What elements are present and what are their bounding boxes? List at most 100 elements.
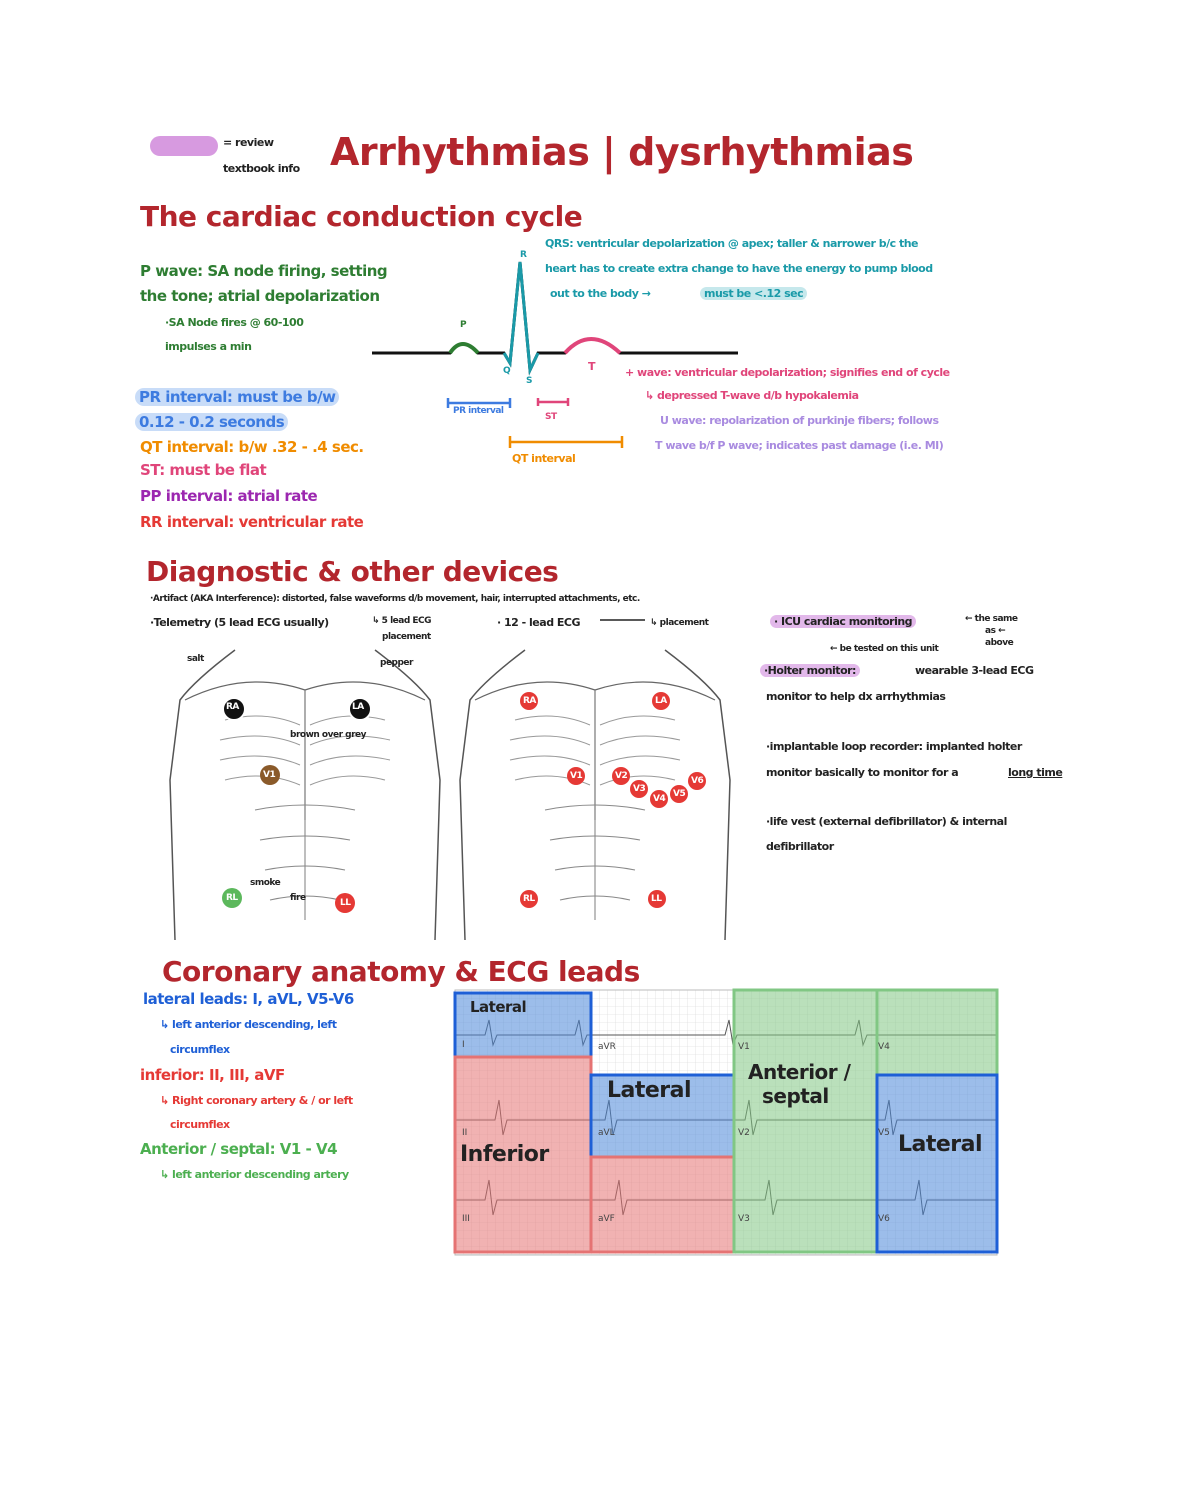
- telemetry-note-2: placement: [382, 632, 431, 642]
- ecg12-electrode-v3: [630, 780, 648, 798]
- ecg12-v2-label: V2: [615, 771, 628, 781]
- ecg-12lead-grid: [453, 988, 999, 1256]
- icu-monitoring: · ICU cardiac monitoring: [770, 615, 917, 628]
- ecg12-la-label: LA: [655, 696, 667, 706]
- twelve-lead-text: · 12 - lead ECG: [497, 616, 581, 629]
- lead-aVR: aVR: [598, 1042, 616, 1052]
- p-wave-line-2: the tone; atrial depolarization: [140, 287, 380, 305]
- u-wave-line-1: U wave: repolarization of purkinje fiber…: [660, 414, 939, 427]
- lateral-leads-3: circumflex: [170, 1043, 230, 1056]
- section-heading-devices: Diagnostic & other devices: [146, 555, 559, 588]
- holter-label: ·Holter monitor:: [760, 664, 860, 677]
- ecg12-electrode-v2: [612, 767, 630, 785]
- lead-I: I: [462, 1040, 465, 1050]
- legend-text-2: textbook info: [223, 162, 300, 175]
- electrode-v: [260, 765, 280, 785]
- artifact-text: ·Artifact (AKA Interference): distorted,…: [150, 594, 640, 604]
- lead-V5: V5: [878, 1128, 890, 1138]
- ecg12-v5-label: V5: [673, 789, 686, 799]
- legend-text-1: = review: [223, 136, 274, 149]
- electrode-ra: [222, 697, 246, 721]
- lateral-leads-1: lateral leads: I, aVL, V5-V6: [143, 990, 354, 1008]
- lead-aVL: aVL: [598, 1128, 615, 1138]
- torso-12lead-image: [459, 649, 731, 941]
- tele-label-fire: fire: [290, 893, 306, 903]
- lead-aVF: aVF: [598, 1214, 615, 1224]
- p-wave-line-4: impulses a min: [165, 340, 252, 353]
- electrode-ll: [335, 893, 355, 913]
- qrs-line-4: must be <.12 sec: [700, 287, 808, 300]
- electrode-la-label: LA: [352, 702, 364, 712]
- u-wave-line-2: T wave b/f P wave; indicates past damage…: [655, 439, 944, 452]
- electrode-rl: [222, 888, 242, 908]
- ecg12-rl-label: RL: [523, 894, 535, 904]
- implant-line-3: long time: [1008, 766, 1063, 779]
- qrs-line-2: heart has to create extra change to have…: [545, 262, 933, 275]
- grid-label-inferior: Inferior: [460, 1142, 549, 1167]
- inferior-leads-1: inferior: II, III, aVF: [140, 1066, 285, 1084]
- cm-note-4: ← be tested on this unit: [830, 644, 939, 654]
- cm-note-1: ← the same: [965, 614, 1018, 624]
- ecg12-v4-label: V4: [653, 794, 666, 804]
- twelve-lead-note: ↳ placement: [650, 618, 709, 628]
- lead-II: II: [462, 1128, 468, 1138]
- lateral-leads-2: ↳ left anterior descending, left: [160, 1018, 337, 1031]
- qrs-line-1: QRS: ventricular depolarization @ apex; …: [545, 237, 919, 250]
- ecg-label-q: Q: [503, 366, 511, 376]
- lead-V4: V4: [878, 1042, 890, 1052]
- ecg-label-pr: PR interval: [453, 406, 504, 416]
- arrow-icon: [600, 619, 645, 621]
- electrode-rl-label: RL: [226, 893, 238, 903]
- implant-line-2: monitor basically to monitor for a: [766, 766, 959, 779]
- section-heading-coronary: Coronary anatomy & ECG leads: [162, 955, 640, 988]
- ecg12-electrode-rl: [520, 890, 538, 908]
- qt-interval: QT interval: b/w .32 - .4 sec.: [140, 438, 364, 456]
- qrs-line-3: out to the body →: [550, 287, 651, 300]
- ecg-label-t: T: [588, 360, 596, 373]
- st-segment: ST: must be flat: [140, 461, 267, 479]
- ecg-label-st: ST: [545, 412, 557, 422]
- rr-interval: RR interval: ventricular rate: [140, 513, 364, 531]
- ecg12-v6-label: V6: [691, 776, 704, 786]
- pr-interval-line-1: PR interval: must be b/w: [135, 388, 340, 406]
- holter-line-3: monitor to help dx arrhythmias: [766, 690, 946, 703]
- grid-label-lateral-c: Lateral: [898, 1132, 983, 1157]
- ecg12-v3-label: V3: [633, 784, 646, 794]
- inferior-leads-3: circumflex: [170, 1118, 230, 1131]
- lead-V2: V2: [738, 1128, 750, 1138]
- cm-note-3: above: [985, 638, 1014, 648]
- ecg12-ll-label: LL: [651, 894, 662, 904]
- ecg12-ra-label: RA: [523, 696, 536, 706]
- inferior-leads-2: ↳ Right coronary artery & / or left: [160, 1094, 353, 1107]
- lead-V6: V6: [878, 1214, 890, 1224]
- ecg12-electrode-la: [652, 692, 670, 710]
- grid-label-anterior-2: septal: [762, 1084, 829, 1108]
- anterior-leads-1: Anterior / septal: V1 - V4: [140, 1140, 338, 1158]
- t-wave-line-1: + wave: ventricular depolarization; sign…: [625, 366, 950, 379]
- ecg-waveform: [372, 261, 738, 448]
- tele-label-smoke: smoke: [250, 878, 281, 888]
- lead-III: III: [462, 1214, 470, 1224]
- electrode-v-label: V1: [263, 770, 276, 780]
- electrode-la: [348, 697, 372, 721]
- implant-line-1: ·implantable loop recorder: implanted ho…: [766, 740, 1022, 753]
- anterior-leads-2: ↳ left anterior descending artery: [160, 1168, 349, 1181]
- legend-swatch: [150, 136, 218, 156]
- electrode-ra-label: RA: [226, 702, 239, 712]
- pp-interval: PP interval: atrial rate: [140, 487, 318, 505]
- lead-V1: V1: [738, 1042, 750, 1052]
- ecg12-electrode-v4: [650, 790, 668, 808]
- grid-label-lateral-b: Lateral: [607, 1078, 692, 1103]
- lead-V3: V3: [738, 1214, 750, 1224]
- holter-line-2: wearable 3-lead ECG: [915, 664, 1034, 677]
- ecg12-electrode-v1: [567, 767, 585, 785]
- ecg12-electrode-v5: [670, 785, 688, 803]
- ecg12-electrode-v6: [688, 772, 706, 790]
- electrode-ll-label: LL: [340, 898, 351, 908]
- page-title: Arrhythmias | dysrhythmias: [330, 130, 914, 174]
- p-wave-line-1: P wave: SA node firing, setting: [140, 262, 388, 280]
- t-wave-line-2: ↳ depressed T-wave d/b hypokalemia: [645, 389, 859, 402]
- lifevest-line-1: ·life vest (external defibrillator) & in…: [766, 815, 1007, 828]
- ecg-label-qt: QT interval: [512, 452, 576, 465]
- tele-label-salt: salt: [187, 654, 204, 664]
